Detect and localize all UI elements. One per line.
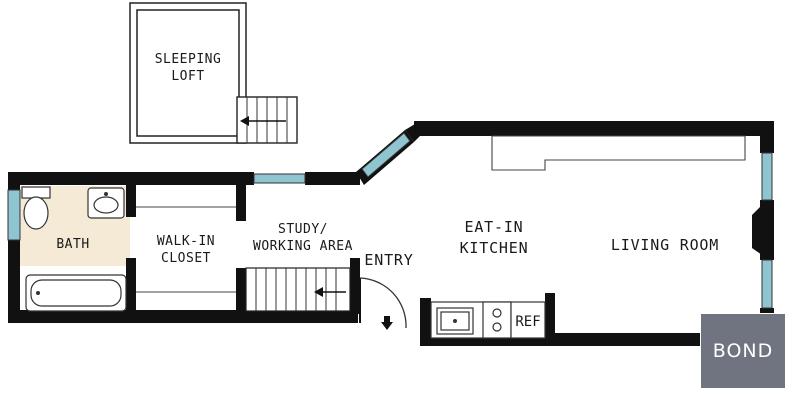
- ref-label: REF: [515, 314, 540, 330]
- living-room-label: LIVING ROOM: [611, 236, 719, 254]
- study-stair: [245, 267, 351, 312]
- interior-walls: [126, 185, 555, 339]
- exterior-walls: [8, 121, 774, 346]
- entry-arrow-icon: [381, 316, 393, 330]
- bath-fixtures: [21, 186, 127, 312]
- walk-in-closet-label-1: WALK-IN: [157, 234, 215, 249]
- entry-door: [359, 277, 407, 330]
- study-label-1: STUDY/: [278, 222, 328, 237]
- sleeping-loft-label-2: LOFT: [171, 69, 204, 84]
- kitchen-fixtures: REF: [430, 135, 746, 339]
- bath-window: [7, 189, 21, 241]
- walk-in-closet-label-2: CLOSET: [161, 251, 211, 266]
- sleeping-loft: SLEEPING LOFT: [129, 2, 298, 144]
- bath-label: BATH: [56, 237, 89, 252]
- upper-cabinets: [491, 135, 746, 171]
- toilet-tank: [21, 186, 51, 199]
- kitchen-label-2: KITCHEN: [460, 239, 529, 257]
- bond-logo: BOND: [700, 313, 786, 389]
- loft-outer-wall: [129, 2, 247, 144]
- kitchen-label-1: EAT-IN: [465, 218, 524, 236]
- living-window-lower: [761, 259, 773, 309]
- loft-inner-wall: [136, 9, 240, 137]
- toilet-bowl: [23, 196, 49, 230]
- windows: [7, 132, 773, 309]
- sleeping-loft-label-1: SLEEPING: [155, 52, 222, 67]
- refrigerator: [510, 301, 546, 339]
- living-window-upper: [761, 152, 773, 201]
- bond-logo-text: BOND: [712, 340, 774, 362]
- study-label-2: WORKING AREA: [253, 239, 353, 254]
- diagonal-window: [361, 132, 411, 178]
- cooktop: [482, 301, 512, 339]
- loft-stair: [236, 96, 298, 144]
- study-window: [253, 173, 306, 184]
- entry-label: ENTRY: [364, 251, 413, 269]
